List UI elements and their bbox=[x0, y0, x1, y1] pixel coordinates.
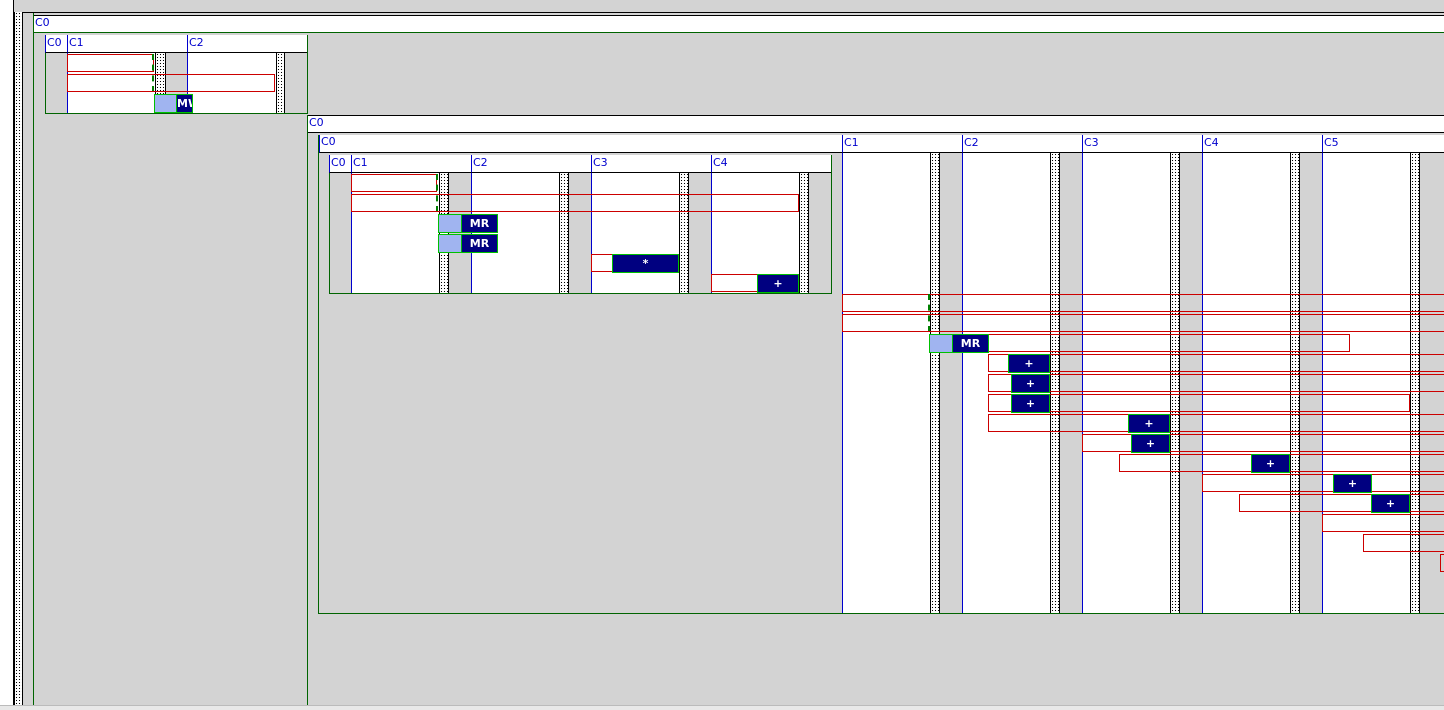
large-panel bbox=[307, 115, 1444, 710]
small-panel-col-0-body bbox=[46, 53, 67, 113]
large-panel-header: C0 bbox=[308, 115, 1444, 133]
small-grid-highlight-1 bbox=[438, 214, 462, 233]
large-bar-10 bbox=[1202, 474, 1444, 492]
root-header: C0 bbox=[34, 15, 1444, 33]
large-grid-sep-3[interactable] bbox=[1170, 153, 1180, 613]
bottom-strip bbox=[0, 705, 1444, 710]
small-grid-col-2-body bbox=[471, 173, 559, 293]
small-panel-col-0: C0 bbox=[45, 35, 67, 53]
small-panel-col-1-body bbox=[67, 53, 155, 113]
small-panel-col-2: C2 bbox=[187, 35, 307, 53]
mr-marker-1[interactable]: MR bbox=[461, 214, 498, 233]
plus-marker-8[interactable]: + bbox=[1371, 494, 1410, 513]
large-grid-gap-5 bbox=[1420, 153, 1444, 613]
large-bar-4 bbox=[988, 354, 1444, 372]
large-grid-gap-2 bbox=[1060, 153, 1082, 613]
small-grid-bar-2 bbox=[351, 194, 799, 212]
large-bar-12 bbox=[1322, 514, 1444, 532]
star-marker[interactable]: * bbox=[612, 254, 679, 273]
small-panel-gap-2 bbox=[285, 53, 307, 113]
small-grid-col-1-body bbox=[351, 173, 439, 293]
large-grid-sep-2[interactable] bbox=[1050, 153, 1060, 613]
large-bar-6 bbox=[988, 394, 1410, 412]
small-grid-col-1: C1 bbox=[351, 155, 471, 173]
large-bar-14 bbox=[1440, 554, 1444, 572]
large-grid-col-5: C5 bbox=[1322, 135, 1444, 153]
large-grid-col-4-body bbox=[1202, 153, 1290, 613]
large-grid-col-4: C4 bbox=[1202, 135, 1322, 153]
large-bar-13 bbox=[1363, 534, 1444, 552]
small-grid-bar-4 bbox=[711, 274, 758, 292]
plus-marker-small[interactable]: + bbox=[757, 274, 799, 293]
plus-marker-7[interactable]: + bbox=[1333, 474, 1372, 493]
mw-marker[interactable]: MW bbox=[176, 94, 193, 113]
small-grid-gap-3 bbox=[689, 173, 711, 293]
root-body bbox=[34, 32, 1444, 710]
plus-marker-4[interactable]: + bbox=[1128, 414, 1170, 433]
small-grid-bar-1 bbox=[351, 174, 437, 192]
large-bar-11 bbox=[1239, 494, 1444, 512]
small-grid-sep-2[interactable] bbox=[559, 173, 569, 293]
mr-marker-3[interactable]: MR bbox=[952, 334, 989, 353]
plus-marker-6[interactable]: + bbox=[1251, 454, 1290, 473]
large-bar-5 bbox=[988, 374, 1444, 392]
small-panel-col-1: C1 bbox=[67, 35, 187, 53]
top-rule bbox=[23, 12, 1444, 13]
large-bar-2 bbox=[842, 314, 1444, 332]
small-grid-col-4: C4 bbox=[711, 155, 831, 173]
small-grid-col-3-body bbox=[591, 173, 679, 293]
large-grid-sep-5[interactable] bbox=[1410, 153, 1420, 613]
mr-marker-2[interactable]: MR bbox=[461, 234, 498, 253]
large-grid-col-2: C2 bbox=[962, 135, 1082, 153]
large-grid-dash bbox=[928, 294, 930, 332]
small-grid-col-0: C0 bbox=[329, 155, 351, 173]
small-grid-col-2: C2 bbox=[471, 155, 591, 173]
gutter-divider bbox=[23, 12, 34, 710]
large-grid-sep-4[interactable] bbox=[1290, 153, 1300, 613]
large-bar-3 bbox=[988, 334, 1350, 352]
small-grid-sep-1[interactable] bbox=[439, 173, 449, 293]
large-bar-1 bbox=[842, 294, 1444, 312]
large-grid-col-1-body bbox=[842, 153, 930, 613]
large-bar-8 bbox=[1082, 434, 1444, 452]
large-grid-col-1: C1 bbox=[842, 135, 962, 153]
large-grid-col-3: C3 bbox=[1082, 135, 1202, 153]
plus-marker-2[interactable]: + bbox=[1011, 374, 1050, 393]
inner-panel-header: C0 bbox=[319, 135, 843, 153]
root-label: C0 bbox=[35, 16, 50, 29]
small-grid-dash bbox=[436, 174, 438, 212]
small-panel-bar-1 bbox=[67, 54, 154, 72]
large-grid-gap-1 bbox=[940, 153, 962, 613]
small-grid-col-3: C3 bbox=[591, 155, 711, 173]
small-grid-col-0-body bbox=[330, 173, 351, 293]
small-panel-sep-2[interactable] bbox=[276, 53, 285, 113]
large-grid-col-3-body bbox=[1082, 153, 1170, 613]
large-grid-col-5-body bbox=[1322, 153, 1410, 613]
large-grid-gap-4 bbox=[1300, 153, 1322, 613]
large-grid-gap-3 bbox=[1180, 153, 1202, 613]
small-grid-gap-4 bbox=[809, 173, 831, 293]
small-grid-sep-3[interactable] bbox=[679, 173, 689, 293]
small-panel-col-2-body bbox=[187, 53, 276, 113]
small-grid-highlight-2 bbox=[438, 234, 462, 253]
small-grid-gap-2 bbox=[569, 173, 591, 293]
plus-marker-3[interactable]: + bbox=[1011, 394, 1050, 413]
small-grid-bar-3 bbox=[591, 254, 613, 272]
small-panel-highlight bbox=[154, 94, 178, 113]
small-panel-sep-1[interactable] bbox=[155, 53, 166, 113]
large-grid-highlight bbox=[929, 334, 953, 353]
plus-marker-1[interactable]: + bbox=[1008, 354, 1050, 373]
left-gutter bbox=[0, 0, 14, 710]
large-bar-7 bbox=[988, 414, 1444, 432]
small-panel-bar-2 bbox=[67, 74, 275, 92]
large-grid-sep-1[interactable] bbox=[930, 153, 940, 613]
left-scroll-track[interactable] bbox=[14, 12, 23, 710]
small-grid-sep-4[interactable] bbox=[799, 173, 809, 293]
small-grid-gap-1 bbox=[449, 173, 471, 293]
small-grid-col-4-body bbox=[711, 173, 799, 293]
plus-marker-5[interactable]: + bbox=[1131, 434, 1170, 453]
small-panel-dash bbox=[152, 54, 154, 92]
